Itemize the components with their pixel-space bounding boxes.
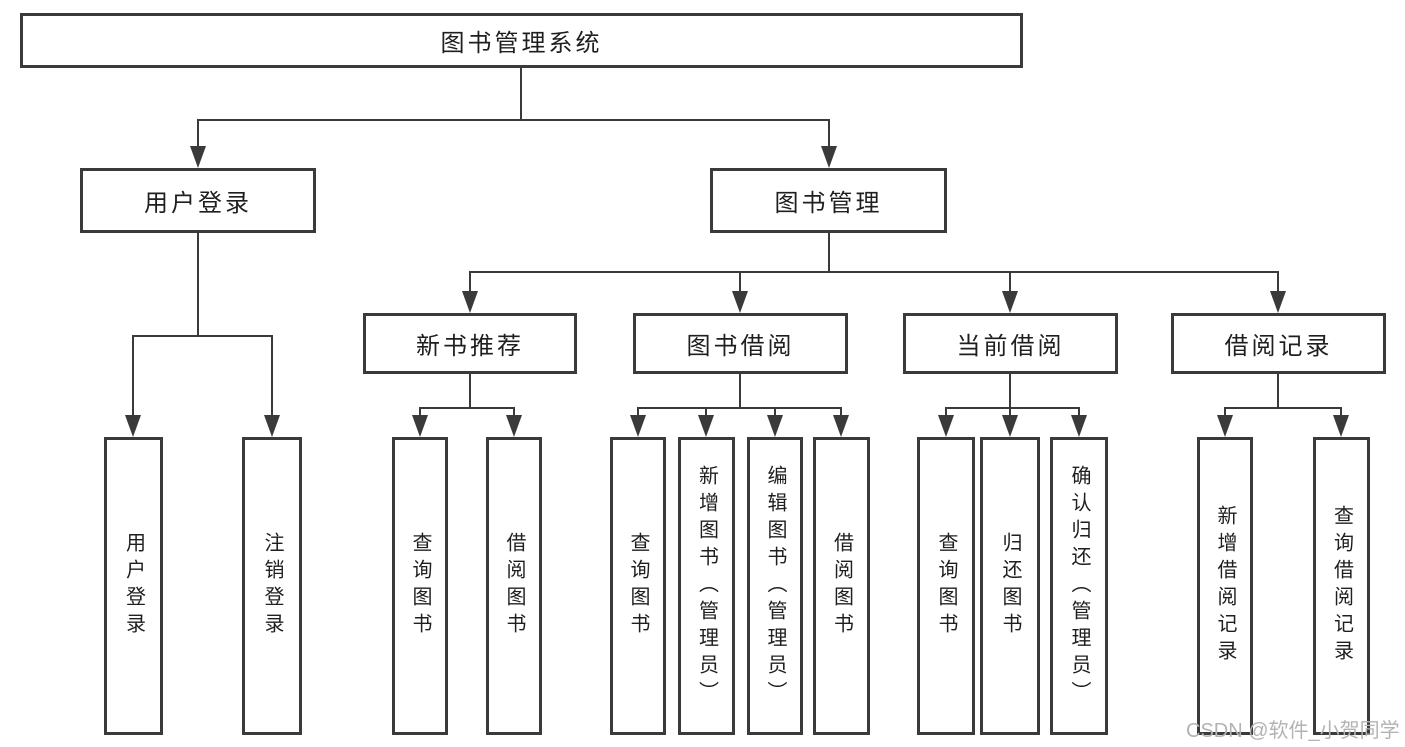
connector-line: [1009, 407, 1011, 415]
node-label: 借阅记录: [1224, 333, 1333, 360]
connector-line: [469, 374, 471, 407]
connector-line: [419, 407, 421, 415]
node-leaf-borrow-book-recommend: 借阅图书: [486, 437, 542, 735]
arrow-down-icon: [1071, 415, 1087, 437]
node-leaf-add-book-admin: 新增图书（管理员）: [678, 437, 735, 735]
connector-line: [1277, 374, 1279, 407]
connector-line: [469, 271, 471, 291]
connector-line: [513, 407, 515, 415]
arrow-down-icon: [698, 415, 714, 437]
arrow-down-icon: [412, 415, 428, 437]
arrow-down-icon: [506, 415, 522, 437]
node-leaf-query-book: 查询图书: [610, 437, 666, 735]
connector-line: [132, 335, 273, 337]
node-label: 查询图书: [409, 532, 431, 640]
arrow-down-icon: [190, 146, 206, 168]
connector-line: [774, 407, 776, 415]
node-library-system: 图书管理系统: [20, 13, 1023, 68]
node-label: 新增图书（管理员）: [695, 464, 718, 708]
connector-line: [828, 233, 830, 271]
node-label: 编辑图书（管理员）: [764, 464, 786, 708]
node-label: 用户登录: [122, 532, 145, 640]
node-label: 归还图书: [999, 532, 1021, 640]
arrow-down-icon: [630, 415, 646, 437]
connector-line: [637, 407, 639, 415]
arrow-down-icon: [767, 415, 783, 437]
arrow-down-icon: [1217, 415, 1233, 437]
connector-line: [132, 335, 134, 415]
connector-line: [271, 335, 273, 415]
node-label: 确认归还（管理员）: [1068, 464, 1090, 708]
connector-line: [1078, 407, 1080, 415]
connector-line: [1009, 271, 1011, 291]
connector-line: [197, 119, 199, 147]
node-label: 用户登录: [144, 190, 252, 217]
node-label: 新增借阅记录: [1214, 505, 1236, 667]
node-borrow-records: 借阅记录: [1171, 313, 1386, 374]
node-leaf-query-current: 查询图书: [917, 437, 975, 735]
connector-line: [1224, 407, 1226, 415]
node-leaf-query-borrow-record: 查询借阅记录: [1313, 437, 1370, 735]
connector-line: [1009, 374, 1011, 407]
node-leaf-edit-book-admin: 编辑图书（管理员）: [747, 437, 803, 735]
arrow-down-icon: [125, 415, 141, 437]
node-label: 新书推荐: [416, 333, 524, 360]
connector-line: [828, 119, 830, 147]
node-leaf-logout: 注销登录: [242, 437, 302, 735]
node-label: 查询借阅记录: [1330, 505, 1353, 667]
arrow-down-icon: [462, 291, 478, 313]
node-label: 当前借阅: [956, 333, 1065, 360]
arrow-down-icon: [264, 415, 280, 437]
arrow-down-icon: [938, 415, 954, 437]
arrow-down-icon: [1270, 291, 1286, 313]
node-leaf-user-login: 用户登录: [104, 437, 163, 735]
connector-line: [840, 407, 842, 415]
connector-line: [469, 271, 1279, 273]
node-label: 图书管理系统: [440, 30, 603, 57]
node-leaf-confirm-return-admin: 确认归还（管理员）: [1050, 437, 1108, 735]
connector-line: [739, 271, 741, 291]
node-book-borrow: 图书借阅: [633, 313, 848, 374]
connector-line: [419, 407, 515, 409]
node-leaf-borrow-book: 借阅图书: [813, 437, 870, 735]
node-user-login: 用户登录: [80, 168, 316, 233]
node-label: 借阅图书: [503, 532, 525, 640]
connector-line: [197, 119, 830, 121]
arrow-down-icon: [732, 291, 748, 313]
connector-line: [945, 407, 947, 415]
node-current-borrow: 当前借阅: [903, 313, 1118, 374]
node-leaf-add-borrow-record: 新增借阅记录: [1197, 437, 1253, 735]
node-label: 注销登录: [261, 532, 283, 640]
arrow-down-icon: [1002, 415, 1018, 437]
node-leaf-query-book-recommend: 查询图书: [392, 437, 448, 735]
node-label: 借阅图书: [830, 532, 853, 640]
connector-line: [739, 374, 741, 407]
csdn-watermark: CSDN @软件_小贺同学: [1186, 720, 1400, 742]
connector-line: [1277, 271, 1279, 291]
connector-line: [520, 68, 522, 119]
arrow-down-icon: [1333, 415, 1349, 437]
arrow-down-icon: [821, 146, 837, 168]
connector-line: [1224, 407, 1342, 409]
node-leaf-return-book: 归还图书: [980, 437, 1040, 735]
node-label: 查询图书: [935, 532, 957, 640]
connector-line: [1340, 407, 1342, 415]
node-new-book-recommend: 新书推荐: [363, 313, 577, 374]
node-label: 图书管理: [774, 190, 883, 217]
node-book-management: 图书管理: [710, 168, 947, 233]
connector-line: [637, 407, 842, 409]
arrow-down-icon: [833, 415, 849, 437]
connector-line: [945, 407, 1080, 409]
arrow-down-icon: [1002, 291, 1018, 313]
node-label: 查询图书: [627, 532, 649, 640]
connector-line: [705, 407, 707, 415]
connector-line: [197, 233, 199, 335]
node-label: 图书借阅: [686, 333, 795, 360]
